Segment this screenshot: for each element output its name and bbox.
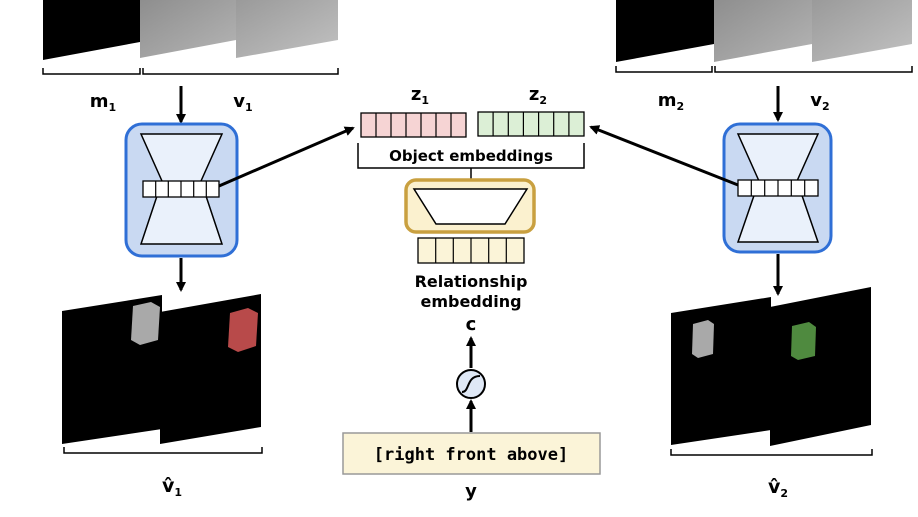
mask-1-image xyxy=(43,0,140,60)
vhat2-brace xyxy=(670,449,873,456)
sigmoid-icon xyxy=(456,369,486,399)
encoder-1 xyxy=(124,122,239,258)
v1-label: v1 xyxy=(233,91,252,114)
view-1-image-b xyxy=(236,0,338,58)
arrow-encoder-2-to-z2 xyxy=(589,125,739,187)
vhat2-label: v̂2 xyxy=(768,476,788,500)
encoder-1-latent xyxy=(142,180,220,198)
relation-text-box xyxy=(342,432,601,475)
y-label: y xyxy=(465,481,477,502)
object-embeddings-label-bg xyxy=(380,146,565,166)
vhat1-brace xyxy=(63,447,263,454)
v1-brace xyxy=(142,68,339,75)
m2-label: m2 xyxy=(658,90,684,113)
z2-label: z2 xyxy=(529,84,547,107)
z1-embedding xyxy=(360,112,467,138)
view-1-image-a xyxy=(140,0,236,58)
relationship-embedding-vector xyxy=(417,237,525,264)
right-output-images xyxy=(671,287,871,446)
z2-embedding xyxy=(477,111,585,137)
m1-label: m1 xyxy=(90,91,116,114)
encoder-2-latent xyxy=(737,179,819,197)
arrow-encoder-1-to-z1 xyxy=(218,126,355,188)
gray-cube-2 xyxy=(692,320,714,358)
relationship-label-line1: Relationship xyxy=(415,272,528,291)
z1-label: z1 xyxy=(411,84,429,107)
relationship-label-line2: embedding xyxy=(420,292,521,311)
right-input-images xyxy=(616,0,912,62)
view-2-image-b xyxy=(812,0,912,62)
vhat1-label: v̂1 xyxy=(162,475,182,499)
relationship-module-trapezoid xyxy=(412,188,529,225)
c-label: c xyxy=(466,314,477,335)
relationship-module xyxy=(404,178,536,234)
v2-brace xyxy=(714,66,913,73)
v2-label: v2 xyxy=(810,90,829,113)
output-2-view-image xyxy=(770,287,871,446)
relation-text: [right front above] xyxy=(374,445,568,465)
green-cube xyxy=(791,322,816,360)
left-output-images xyxy=(62,294,261,444)
encoder-2 xyxy=(722,122,833,254)
object-embeddings-label: Object embeddings xyxy=(389,147,553,165)
output-2-mask-image xyxy=(671,297,771,445)
m1-brace xyxy=(42,68,141,75)
gray-cube-1 xyxy=(131,302,160,345)
m2-brace xyxy=(615,66,713,73)
view-2-image-a xyxy=(714,0,812,62)
red-cube xyxy=(228,308,258,352)
left-input-images xyxy=(43,0,338,60)
mask-2-image xyxy=(616,0,714,62)
